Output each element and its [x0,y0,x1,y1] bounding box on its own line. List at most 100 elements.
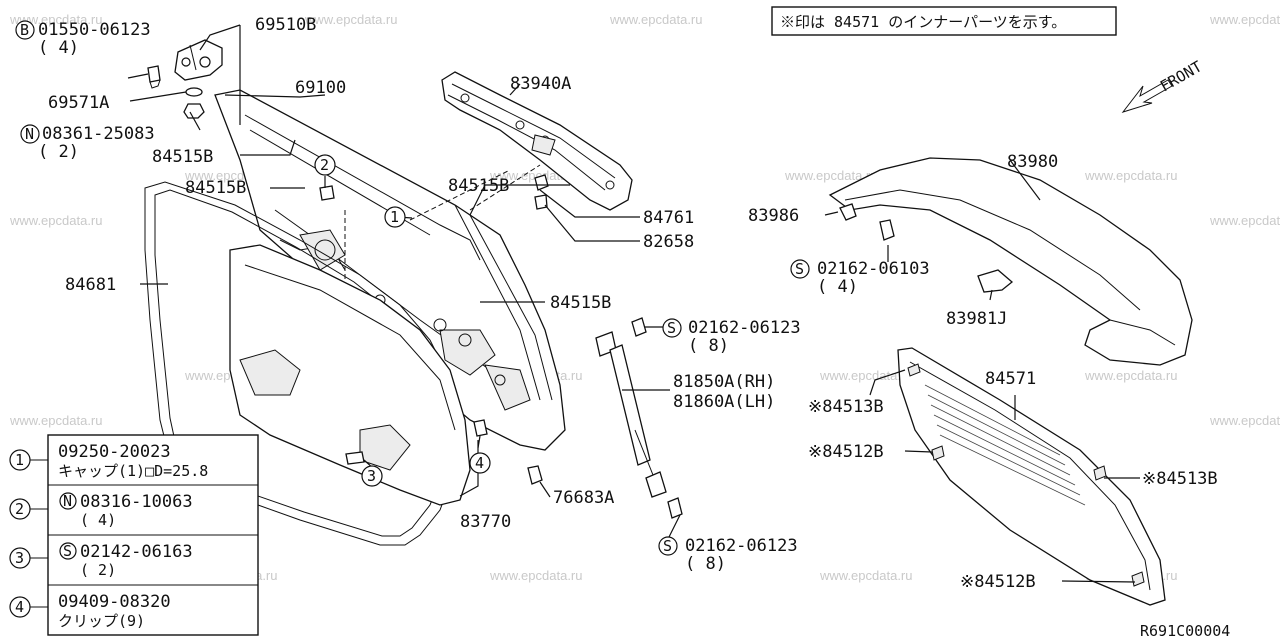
leader-lines [127,24,1140,583]
label-69100: 69100 [295,78,346,98]
clip-76683a [527,465,543,485]
marker-s-upper-text: S [667,319,676,337]
hinge-69510b [174,39,223,81]
legend-3-part: 02142-06163 [80,542,193,562]
marker-4-drawing [469,452,491,474]
pad-82658 [534,194,548,210]
label-69510b: 69510B [255,15,316,35]
label-08361-qty: ( 2) [38,142,79,162]
trim-panel-83770 [229,244,471,506]
legend-marker-3-text: 3 [15,549,24,567]
label-02162-06103-qty: ( 4) [817,277,858,297]
legend-2-prefix-icon [59,492,77,510]
watermark: www.epcdata.ru [609,12,703,27]
legend-1-part: 09250-20023 [58,442,171,462]
label-83986: 83986 [748,206,799,226]
label-83770: 83770 [460,512,511,532]
label-01550-qty: ( 4) [38,38,79,58]
bolt-01550 [147,65,161,89]
watermark: www.epcdata.ru [784,168,878,183]
label-69571a: 69571A [48,93,109,113]
watermark: www.epcdata.ru [304,12,398,27]
legend-marker-4-text: 4 [15,598,24,616]
label-84515b-1: 84515B [152,147,213,167]
clip-84761 [534,174,549,191]
label-84515b-2: 84515B [185,178,246,198]
legend-1-desc: キャップ(1)□D=25.8 [58,462,208,480]
watermark: www.epcdata.ru [1209,12,1280,27]
front-label: FRONT [1157,57,1205,95]
marker-1-drawing-text: 1 [390,208,399,226]
marker-2-drawing [314,154,336,176]
marker-4-drawing-text: 4 [475,454,484,472]
watermark: www.epcdata.ru [1084,168,1178,183]
label-01550-06123: 01550-06123 [38,20,151,40]
marker-n-text: N [25,125,34,143]
legend-marker-2-text: 2 [15,500,24,518]
marker-n [20,124,40,144]
label-02162-06123-upper: 02162-06123 [688,318,801,338]
bolt-02162-06103 [879,219,895,241]
washer-69571a [185,87,203,97]
watermark: www.epcdata.ru [1209,413,1280,428]
label-84515b-3: 84515B [448,176,509,196]
cap-83986 [839,203,857,221]
label-83981j: 83981J [946,309,1007,329]
label-02162-lower-qty: ( 8) [685,554,726,574]
legend-3-prefix: S [63,542,72,560]
front-arrow: FRONT [1121,57,1205,113]
nut-08361 [183,103,205,119]
marker-2-drawing-text: 2 [320,156,329,174]
watermark: www.epcdata.ru [489,568,583,583]
legend-marker-1-text: 1 [15,451,24,469]
label-84513b-1: ※84513B [808,397,884,417]
finisher-83940a [441,71,633,211]
label-02162-06103: 02162-06103 [817,259,930,279]
watermark: www.epcdata.ru [819,368,913,383]
label-81850a: 81850A(RH) [673,372,775,392]
watermark: www.epcdata.ru [1084,368,1178,383]
marker-1-drawing [384,206,406,228]
stay-81850a [595,331,667,498]
legend-marker-4 [9,596,31,618]
label-84512b-2: ※84512B [960,572,1036,592]
legend-marker-2 [9,498,31,520]
label-83980: 83980 [1007,152,1058,172]
legend-3-desc: ( 2) [80,561,116,579]
label-02162-06123-lower: 02162-06123 [685,536,798,556]
bracket-83981j [977,269,1014,293]
label-84761: 84761 [643,208,694,228]
marker-s-lower [658,536,678,556]
label-81860a: 81860A(LH) [673,392,775,412]
legend-marker-1 [9,449,31,471]
label-84513b-2: ※84513B [1142,469,1218,489]
label-83940a: 83940A [510,74,571,94]
marker-3-drawing [361,465,383,487]
legend-4-part: 09409-08320 [58,592,171,612]
watermark: www.epcdata.ru [1209,213,1280,228]
label-84515b-4: 84515B [550,293,611,313]
legend-2-part: 08316-10063 [80,492,193,512]
note-text: ※印は 84571 のインナーパーツを示す。 [780,13,1066,31]
marker-b-text: B [20,21,29,39]
marker-3-drawing-text: 3 [367,467,376,485]
note-box: ※印は 84571 のインナーパーツを示す。 [771,6,1117,36]
screw-3 [345,451,365,465]
callout-labels: B 01550-06123 ( 4) 69510B 69571A N 08361… [15,15,1230,640]
legend-2-prefix: N [63,492,72,510]
label-84512b-1: ※84512B [808,442,884,462]
marker-s-spoiler [790,259,810,279]
watermark: www.epcdata.ru [9,213,103,228]
marker-s-upper [662,318,682,338]
marker-b [15,20,35,40]
defroster-lines [924,384,1086,506]
label-84571: 84571 [985,369,1036,389]
figure-code: R691C00004 [1140,622,1230,640]
marker-s-spoiler-text: S [795,260,804,278]
bolt-02162-upper [631,317,647,337]
glass-84571 [897,347,1166,606]
clip-4 [473,419,488,437]
legend-4-desc: クリップ(9) [58,612,145,630]
label-82658: 82658 [643,232,694,252]
